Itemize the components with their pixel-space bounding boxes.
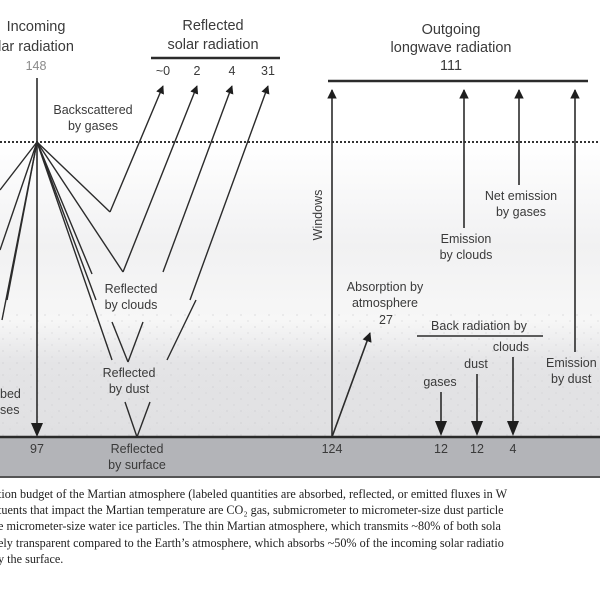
back-radiation-clouds-label: clouds <box>493 340 529 354</box>
back-radiation-arrows <box>440 357 514 424</box>
back-gases-value: 12 <box>434 442 448 456</box>
caption-line: y the surface. <box>0 551 64 566</box>
reflected-solar-title-1: Reflected <box>182 18 243 34</box>
incoming-value: 148 <box>26 59 47 73</box>
surface-band <box>0 437 600 477</box>
reflected-clouds-label-1: Reflected <box>105 282 158 296</box>
reflected-value-gases: ~0 <box>156 64 170 78</box>
absorbed-gases-label-1: bed <box>0 387 21 401</box>
back-clouds-arrowhead <box>507 421 519 436</box>
back-dust-value: 12 <box>470 442 484 456</box>
windows-label: Windows <box>311 190 325 241</box>
caption-line: tuents that impact the Martian temperatu… <box>0 503 504 518</box>
surface-emitted-value: 124 <box>322 442 343 456</box>
absorbed-gases-label-2: ses <box>0 403 19 417</box>
caption-line: tion budget of the Martian atmosphere (l… <box>0 487 508 501</box>
reflected-clouds-label-2: by clouds <box>105 298 158 312</box>
net-emission-gases-label-2: by gases <box>496 205 546 219</box>
scattering-fan <box>0 141 124 361</box>
emission-dust-label-1: Emission <box>546 356 597 370</box>
back-radiation-title: Back radiation by <box>431 319 528 333</box>
caption-line: e micrometer-size water ice particles. T… <box>0 519 501 534</box>
back-radiation-gases-label: gases <box>423 375 456 389</box>
reflected-solar-title-2: solar radiation <box>167 37 258 53</box>
back-clouds-value: 4 <box>510 442 517 456</box>
absorption-atmosphere-value: 27 <box>379 313 393 327</box>
caption-line: ely transparent compared to the Earth’s … <box>0 535 504 550</box>
reflected-surface-label-1: Reflected <box>111 442 164 456</box>
absorption-atmosphere-label-1: Absorption by <box>347 280 424 294</box>
outgoing-title-1: Outgoing <box>422 22 481 38</box>
reflected-dust-label-2: by dust <box>109 382 150 396</box>
backscattered-label-2: by gases <box>68 119 118 133</box>
absorption-atmosphere-label-2: atmosphere <box>352 296 418 310</box>
back-gases-arrowhead <box>435 421 447 436</box>
figure-caption: tion budget of the Martian atmosphere (l… <box>0 486 600 567</box>
reflected-value-dust: 4 <box>229 64 236 78</box>
longwave-paths <box>327 89 580 438</box>
net-emission-gases-label-1: Net emission <box>485 189 557 203</box>
reflected-value-surface: 31 <box>261 64 275 78</box>
outgoing-value: 111 <box>440 58 462 74</box>
dust-layer-texture <box>0 310 600 437</box>
reflected-value-clouds: 2 <box>194 64 201 78</box>
incoming-title-2: lar radiation <box>0 39 74 55</box>
incoming-title-1: Incoming <box>7 19 66 35</box>
outgoing-title-2: longwave radiation <box>391 40 512 56</box>
reflected-surface-label-2: by surface <box>108 458 166 472</box>
incoming-arrowhead <box>31 423 43 437</box>
back-dust-arrowhead <box>471 421 483 436</box>
surface-absorbed-value: 97 <box>30 442 44 456</box>
backscattered-label-1: Backscattered <box>53 103 132 117</box>
reflected-dust-label-1: Reflected <box>103 366 156 380</box>
back-radiation-dust-label: dust <box>464 357 488 371</box>
emission-dust-label-2: by dust <box>551 372 592 386</box>
emission-clouds-label-1: Emission <box>441 232 492 246</box>
radiation-budget-diagram: Incoming lar radiation 148 Reflected sol… <box>0 18 600 478</box>
reflected-paths <box>109 85 270 438</box>
emission-clouds-label-2: by clouds <box>440 248 493 262</box>
